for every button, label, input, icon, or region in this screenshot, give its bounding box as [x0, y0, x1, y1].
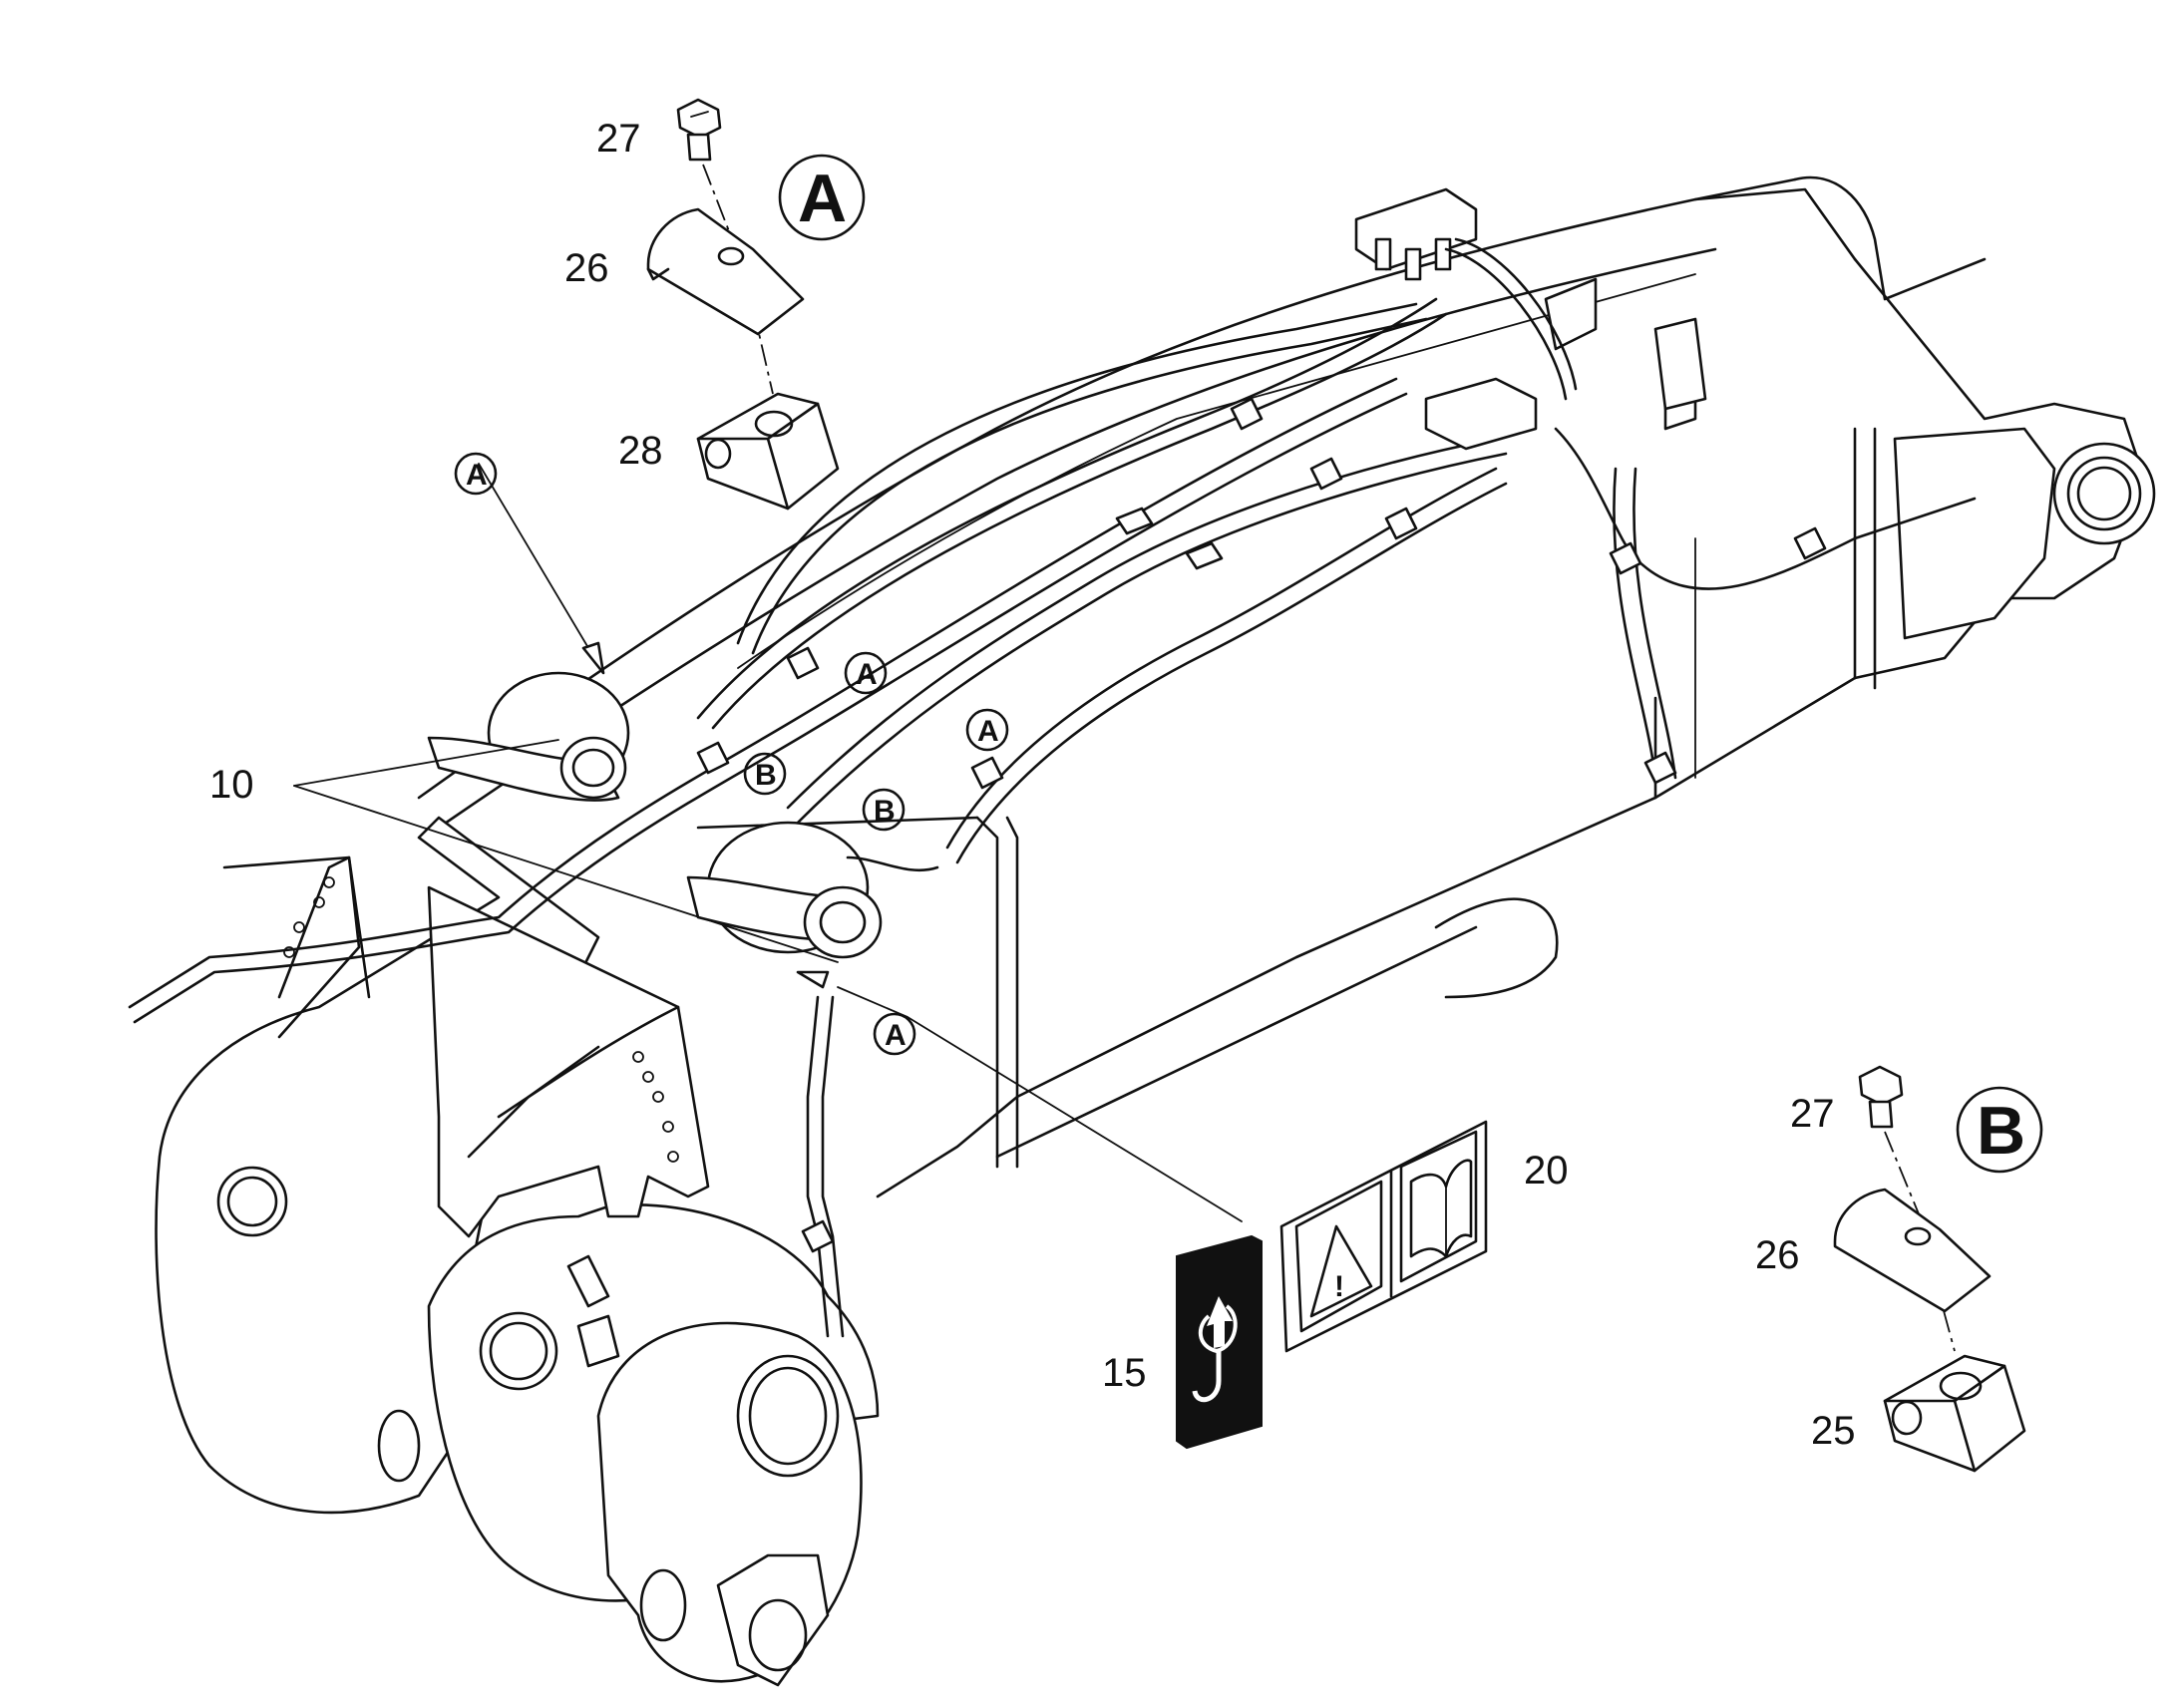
callout-20: 20 [1524, 1149, 1569, 1193]
marker-b-1: B [755, 759, 777, 792]
hose-bracket-plate [427, 885, 710, 1238]
detail-b-title: B [1977, 1093, 2025, 1169]
hydraulic-hoses [128, 297, 1977, 1338]
marker-a-3: A [977, 715, 999, 748]
callout-27-a: 27 [596, 117, 641, 161]
cap-screw-a [676, 98, 722, 162]
svg-text:!: ! [1334, 1270, 1344, 1303]
spacer-block-a [696, 392, 840, 511]
callout-10: 10 [209, 763, 254, 807]
warning-decal: ! [1279, 1120, 1488, 1353]
leader-lines [293, 463, 1243, 1222]
callout-27-b: 27 [1790, 1092, 1835, 1136]
boom-body [417, 175, 2156, 1198]
lifting-decal [1176, 1234, 1263, 1450]
clamp-plate-a [646, 207, 805, 336]
callout-26-b: 26 [1755, 1233, 1800, 1277]
cylinder-pin-right [686, 821, 939, 959]
marker-a-2: A [856, 658, 878, 691]
callout-25: 25 [1811, 1409, 1856, 1453]
detail-a-title: A [798, 161, 847, 236]
location-markers: A A A A B B [454, 452, 1009, 1056]
callout-15: 15 [1102, 1351, 1147, 1395]
hook-icon [1192, 1351, 1222, 1403]
clamp-plate-b [1833, 1188, 1992, 1313]
arm-end-right-plate [377, 1203, 880, 1687]
detail-b-parts [1833, 1065, 2043, 1473]
detail-a-parts [646, 98, 866, 511]
manual-book-icon [1409, 1159, 1473, 1258]
cylinder-pin-left [427, 671, 630, 802]
cap-screw-b [1858, 1065, 1904, 1129]
marker-b-2: B [874, 795, 896, 828]
marker-a-1: A [466, 459, 488, 492]
callout-26-a: 26 [564, 246, 609, 290]
lift-arrow-icon [1207, 1296, 1233, 1348]
detail-b-circle [1956, 1086, 2043, 1174]
hose-clamps [696, 317, 1827, 1253]
callout-28: 28 [618, 429, 663, 473]
warning-triangle-icon [1309, 1224, 1373, 1318]
marker-a-4: A [885, 1019, 907, 1052]
detail-a-circle [778, 154, 866, 241]
callout-labels: 27 26 28 10 15 20 27 26 25 [209, 117, 1856, 1453]
spacer-block-b [1883, 1354, 2026, 1473]
valve-block [1354, 187, 1697, 451]
